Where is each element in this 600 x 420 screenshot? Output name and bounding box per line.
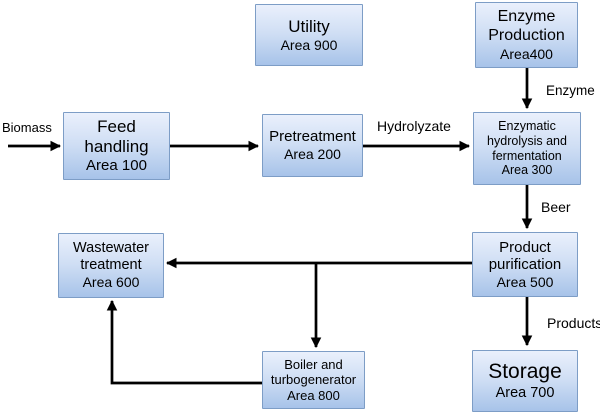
box-feed-handling-name: Feed handling	[84, 117, 149, 157]
box-storage-area: Area 700	[495, 384, 555, 401]
box-boiler-turbogenerator-area: Area 800	[287, 387, 340, 403]
box-product-purification: Product purification Area 500	[472, 232, 578, 297]
box-enzyme-production-name: Enzyme Production	[488, 7, 565, 44]
box-enzyme-production-area: Area400	[500, 45, 553, 62]
box-product-purification-area: Area 500	[496, 273, 554, 290]
box-utility: Utility Area 900	[255, 4, 363, 66]
box-boiler-turbogenerator: Boiler and turbogenerator Area 800	[262, 351, 365, 409]
box-storage-name: Storage	[488, 360, 562, 384]
box-boiler-turbogenerator-name: Boiler and turbogenerator	[270, 357, 357, 388]
flow-label-biomass: Biomass	[2, 120, 52, 135]
box-enzymatic-hydrolysis-area: Area 300	[501, 163, 553, 178]
flow-label-products: Products	[547, 315, 600, 331]
box-enzyme-production: Enzyme Production Area400	[475, 2, 578, 68]
box-pretreatment-name: Pretreatment	[269, 128, 356, 146]
box-product-purification-name: Product purification	[488, 238, 562, 274]
box-wastewater-treatment: Wastewater treatment Area 600	[58, 233, 164, 298]
flow-label-beer: Beer	[541, 199, 571, 215]
box-utility-area: Area 900	[280, 36, 338, 53]
flow-label-hydrolyzate: Hydrolyzate	[377, 118, 451, 134]
box-pretreatment: Pretreatment Area 200	[262, 114, 363, 177]
box-storage: Storage Area 700	[472, 350, 578, 412]
box-wastewater-treatment-name: Wastewater treatment	[72, 240, 149, 274]
flow-label-enzyme: Enzyme	[546, 83, 595, 98]
box-enzymatic-hydrolysis: Enzymatic hydrolysis and fermentation Ar…	[473, 112, 581, 185]
box-feed-handling: Feed handling Area 100	[63, 112, 170, 180]
box-utility-name: Utility	[288, 16, 330, 36]
box-pretreatment-area: Area 200	[284, 146, 341, 163]
arrow-boiler-to-wastewater	[106, 299, 262, 385]
box-feed-handling-area: Area 100	[86, 157, 147, 175]
box-wastewater-treatment-area: Area 600	[82, 274, 140, 291]
box-enzymatic-hydrolysis-name: Enzymatic hydrolysis and fermentation	[487, 119, 567, 163]
